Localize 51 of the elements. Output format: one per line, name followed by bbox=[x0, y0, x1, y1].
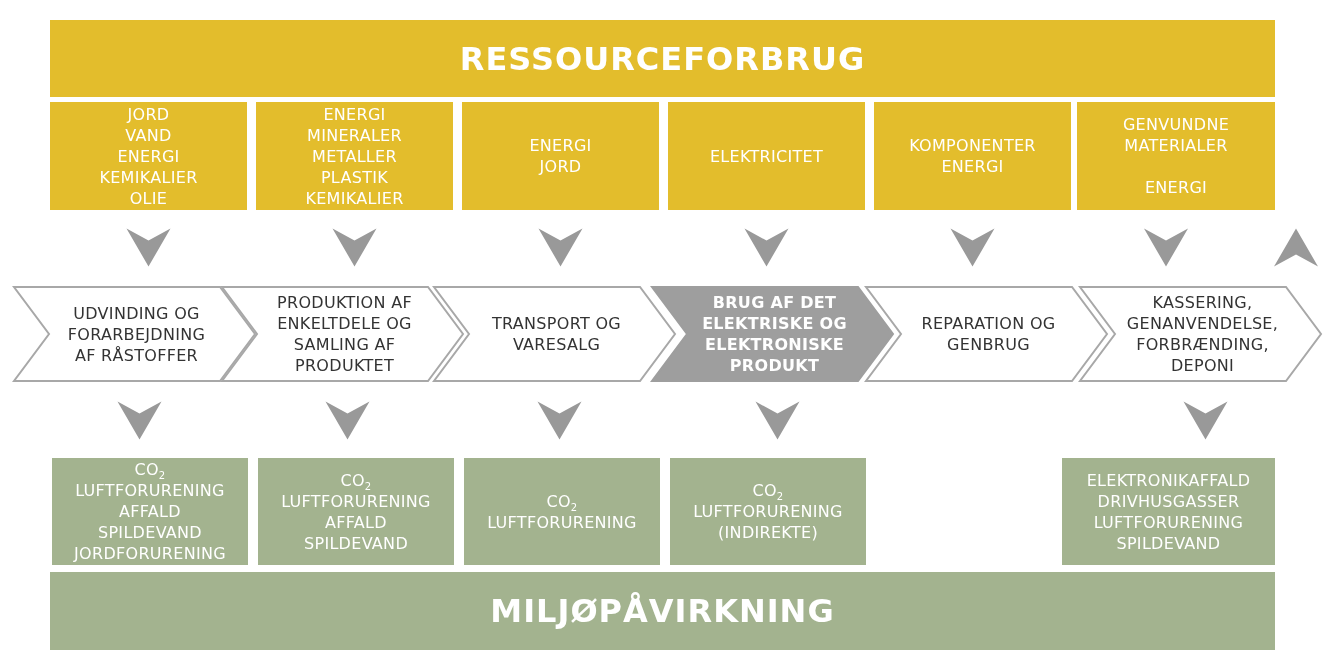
box-text: CO$_{2}$ LUFTFORURENING AFFALD SPILDEVAND JORDFORURENING bbox=[74, 459, 226, 564]
impact-box bbox=[1062, 458, 1275, 565]
heading: MILJØPÅVIRKNING bbox=[490, 592, 835, 630]
arrow bbox=[1183, 401, 1228, 440]
box-text: ENERGI JORD bbox=[529, 135, 592, 177]
box-text: KOMPONENTER ENERGI bbox=[909, 135, 1036, 177]
resource-box bbox=[874, 102, 1071, 210]
box-text: UDVINDING OG FORARBEJDNING AF RÅSTOFFER bbox=[66, 302, 207, 366]
arrow bbox=[950, 228, 995, 267]
arrow bbox=[1274, 228, 1318, 267]
box-text: BRUG AF DET ELEKTRISKE OG ELEKTRONISKE PRODUKT bbox=[701, 292, 848, 376]
resource-box bbox=[50, 102, 247, 210]
impact-box bbox=[52, 458, 248, 565]
process-step bbox=[1078, 285, 1323, 383]
process-step bbox=[432, 285, 677, 383]
box-text: CO$_{2}$ LUFTFORURENING bbox=[487, 490, 637, 533]
arrow bbox=[538, 228, 583, 267]
process-step bbox=[12, 285, 257, 383]
arrow bbox=[332, 228, 377, 267]
footer-band bbox=[50, 572, 1275, 650]
process-step bbox=[864, 285, 1109, 383]
impact-box bbox=[258, 458, 454, 565]
process-step bbox=[650, 285, 895, 383]
heading: RESSOURCEFORBRUG bbox=[459, 39, 866, 78]
arrow bbox=[126, 228, 171, 267]
box-text: CO$_{2}$ LUFTFORURENING AFFALD SPILDEVAND bbox=[281, 469, 431, 554]
box-text: KASSERING, GENANVENDELSE, FORBRÆNDING, DEPONI bbox=[1125, 292, 1280, 376]
arrow bbox=[325, 401, 370, 440]
box-text: PRODUKTION AF ENKELTDELE OG SAMLING AF PRODUKTET bbox=[276, 292, 413, 376]
arrow bbox=[537, 401, 582, 440]
arrow bbox=[755, 401, 800, 440]
box-text: JORD VAND ENERGI KEMIKALIER OLIE bbox=[99, 103, 198, 209]
box-text: GENVUNDNE MATERIALER bbox=[1122, 114, 1230, 156]
box-text: ENERGI bbox=[1144, 177, 1208, 198]
arrow bbox=[744, 228, 789, 267]
header-band bbox=[50, 20, 1275, 97]
impact-box bbox=[670, 458, 866, 565]
process-step bbox=[220, 285, 465, 383]
resource-box bbox=[1077, 102, 1275, 210]
box-text: ENERGI MINERALER METALLER PLASTIK KEMIKALIER bbox=[305, 103, 404, 209]
resource-box bbox=[668, 102, 865, 210]
arrow bbox=[1144, 228, 1188, 267]
box-text: ELEKTRONIKAFFALD DRIVHUSGASSER LUFTFORURENING SPILDEVAND bbox=[1086, 469, 1251, 554]
box-text: CO$_{2}$ LUFTFORURENING (INDIREKTE) bbox=[693, 480, 843, 543]
box-text: TRANSPORT OG VARESALG bbox=[491, 313, 622, 355]
impact-box bbox=[464, 458, 660, 565]
resource-box bbox=[462, 102, 659, 210]
resource-box bbox=[256, 102, 453, 210]
box-text: REPARATION OG GENBRUG bbox=[920, 313, 1057, 355]
box-text: ELEKTRICITET bbox=[709, 145, 824, 167]
arrow bbox=[117, 401, 162, 440]
